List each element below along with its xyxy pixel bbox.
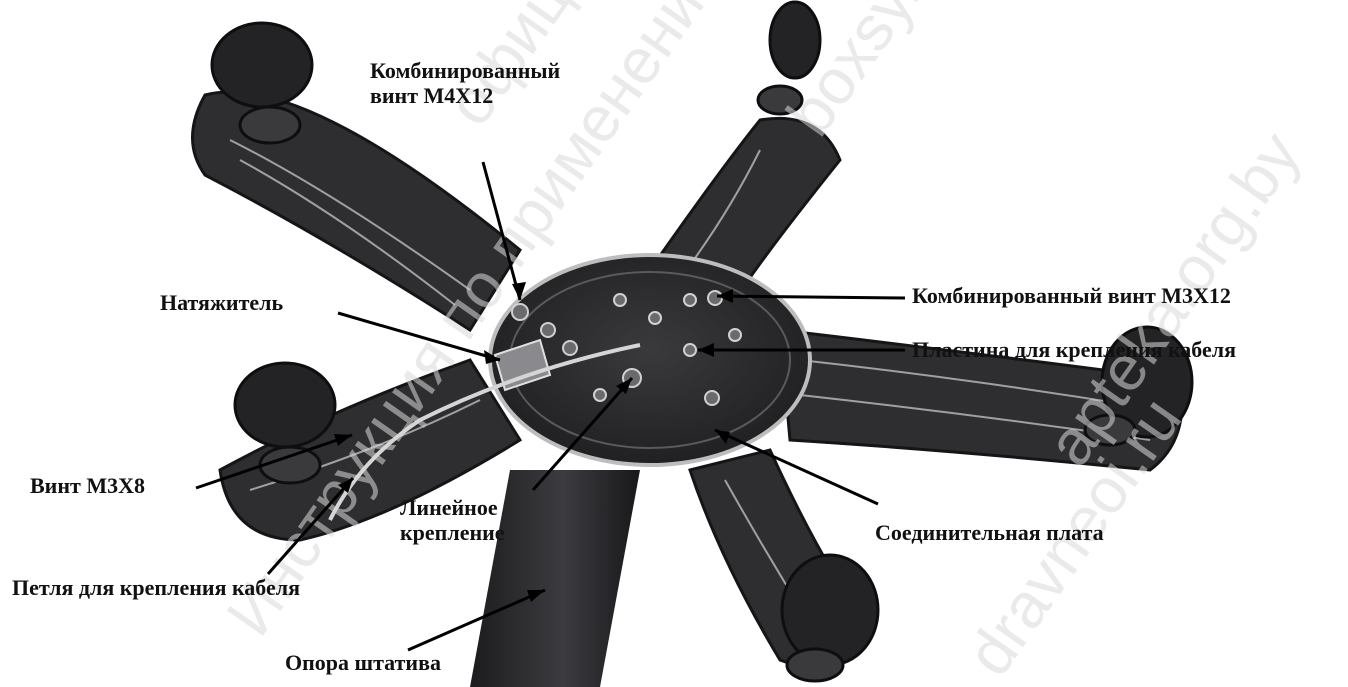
label-combo-m4-line2: винт M4X12 [370, 83, 560, 108]
label-cable-loop: Петля для крепления кабеля [12, 575, 300, 600]
label-stand-support: Опора штатива [285, 650, 441, 675]
leader-combo-m3 [717, 296, 905, 298]
label-combo-m4: Комбинированный винт M4X12 [370, 58, 560, 109]
label-connecting-plate: Соединительная плата [875, 520, 1104, 545]
label-linear-mount-line1: Линейное [400, 495, 505, 520]
label-screw-m3x8: Винт M3X8 [30, 473, 145, 498]
label-tensioner: Натяжитель [160, 290, 283, 315]
label-linear-mount: Линейное крепление [400, 495, 505, 546]
label-combo-m3: Комбинированный винт M3X12 [912, 283, 1231, 308]
label-cable-plate: Пластина для крепления кабеля [912, 337, 1236, 362]
label-linear-mount-line2: крепление [400, 520, 505, 545]
label-combo-m4-line1: Комбинированный [370, 58, 560, 83]
